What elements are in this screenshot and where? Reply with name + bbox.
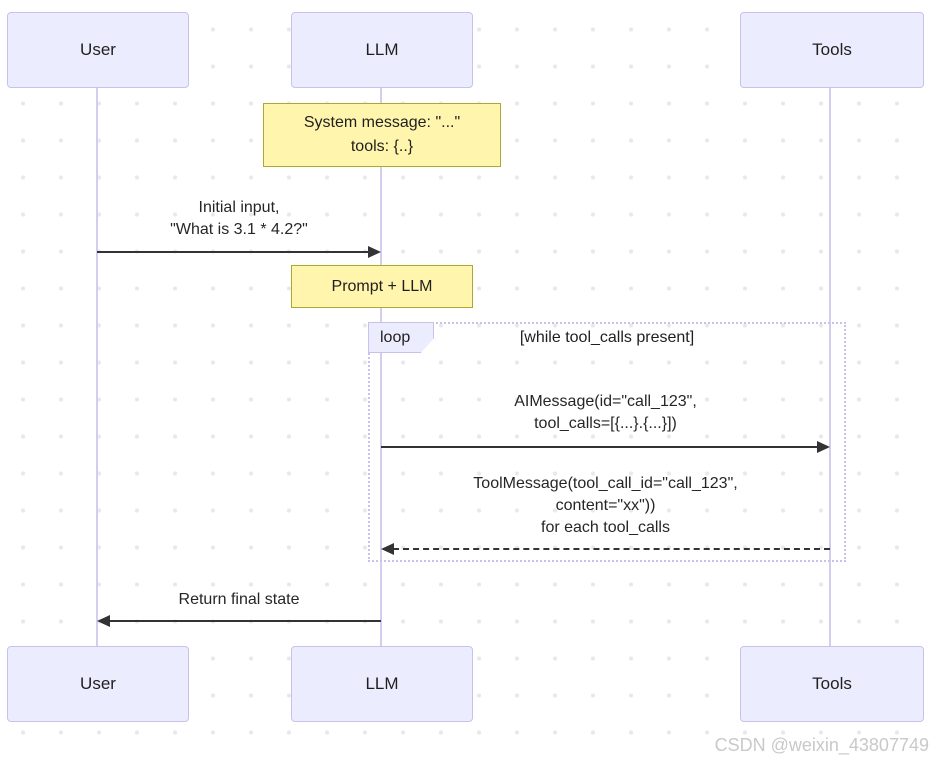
actor-llm-bottom: LLM bbox=[291, 646, 473, 722]
note-line: Prompt + LLM bbox=[331, 277, 433, 295]
actor-tools-top: Tools bbox=[740, 12, 924, 88]
arrow-return-final bbox=[109, 620, 381, 622]
arrow-ai-message bbox=[381, 446, 818, 448]
loop-label-tab: loop bbox=[368, 322, 434, 353]
message-tool-message: ToolMessage(tool_call_id="call_123", con… bbox=[381, 473, 830, 539]
note-line: System message: "..." bbox=[303, 114, 461, 131]
arrow-initial-input bbox=[97, 251, 369, 253]
arrowhead-right-icon bbox=[368, 246, 381, 258]
watermark: CSDN @weixin_43807749 bbox=[714, 735, 929, 755]
user-lifeline bbox=[96, 88, 98, 646]
actor-user-label: User bbox=[80, 674, 116, 693]
actor-llm-label: LLM bbox=[365, 674, 399, 693]
actor-tools-label: Tools bbox=[812, 674, 852, 693]
tools-lifeline bbox=[829, 88, 831, 646]
actor-user-bottom: User bbox=[7, 646, 189, 722]
message-line: for each tool_calls bbox=[541, 519, 670, 536]
note-line: tools: {..} bbox=[350, 138, 414, 155]
arrowhead-right-icon bbox=[817, 441, 830, 453]
actor-llm-label: LLM bbox=[365, 40, 399, 59]
loop-frame bbox=[368, 322, 846, 562]
message-ai-message: AIMessage(id="call_123", tool_calls=[{..… bbox=[381, 391, 830, 435]
actor-tools-label: Tools bbox=[812, 40, 852, 59]
loop-label: loop bbox=[380, 328, 411, 346]
actor-tools-bottom: Tools bbox=[740, 646, 924, 722]
note-system-message: System message: "..." tools: {..} bbox=[263, 103, 501, 167]
actor-user-label: User bbox=[80, 40, 116, 59]
message-line: content="xx")) bbox=[555, 497, 656, 514]
arrowhead-left-icon bbox=[381, 543, 394, 555]
message-line: Return final state bbox=[178, 591, 300, 608]
arrowhead-left-icon bbox=[97, 615, 110, 627]
actor-user-top: User bbox=[7, 12, 189, 88]
message-line: "What is 3.1 * 4.2?" bbox=[170, 221, 308, 238]
message-line: ToolMessage(tool_call_id="call_123", bbox=[473, 475, 738, 492]
message-line: tool_calls=[{...}.{...}]) bbox=[534, 415, 677, 432]
llm-lifeline bbox=[380, 88, 382, 646]
loop-condition: [while tool_calls present] bbox=[519, 329, 695, 346]
note-prompt-llm: Prompt + LLM bbox=[291, 265, 473, 308]
message-line: Initial input, bbox=[198, 199, 280, 216]
message-initial-input: Initial input, "What is 3.1 * 4.2?" bbox=[97, 197, 381, 241]
actor-llm-top: LLM bbox=[291, 12, 473, 88]
message-return-final: Return final state bbox=[97, 589, 381, 611]
arrow-tool-message bbox=[393, 548, 830, 550]
message-line: AIMessage(id="call_123", bbox=[514, 393, 697, 410]
